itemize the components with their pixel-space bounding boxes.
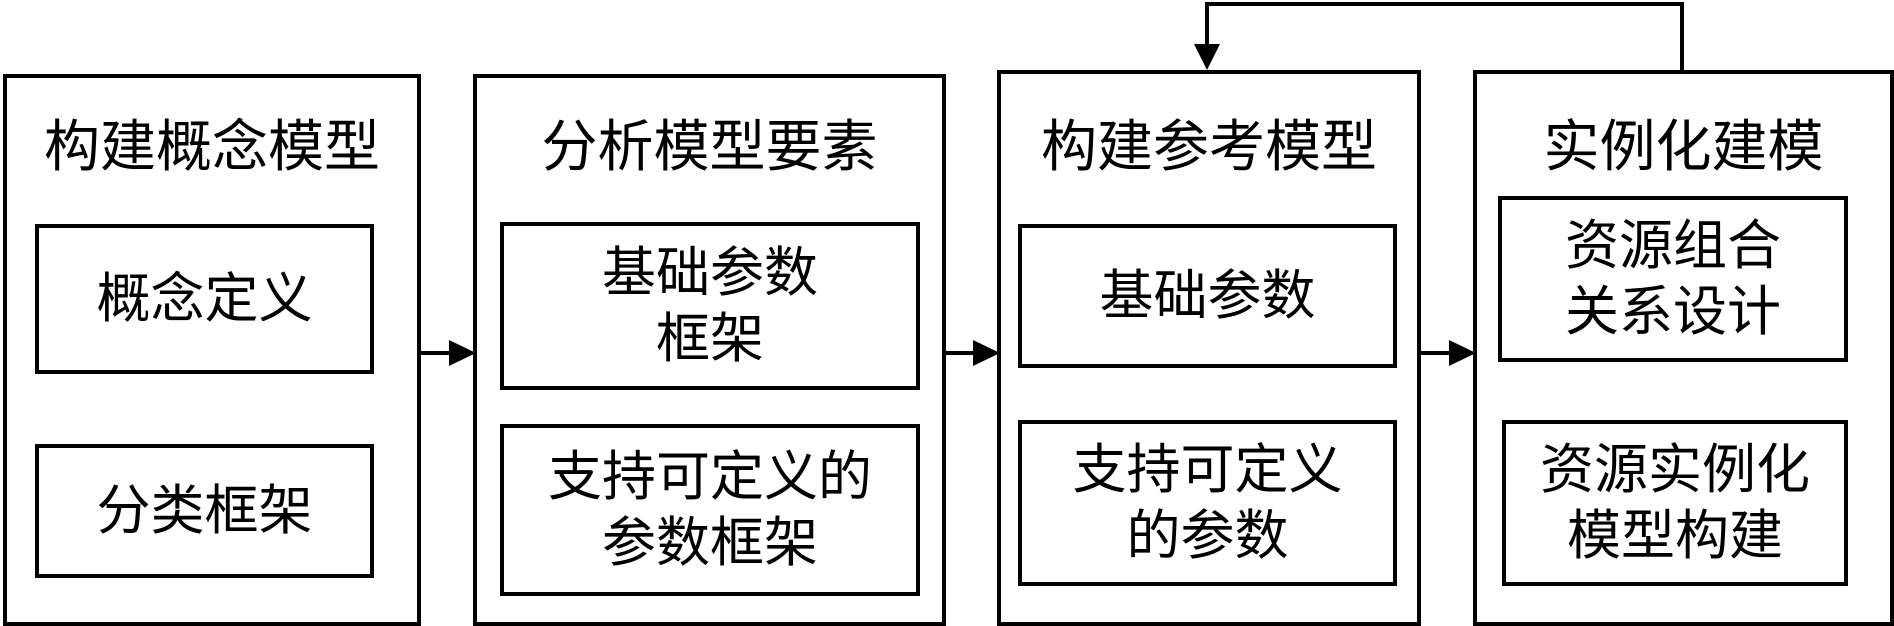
node-definable-parameters: 支持可定义 的参数 <box>1018 420 1397 586</box>
node-resource-combination-design: 资源组合 关系设计 <box>1498 196 1848 362</box>
arrow-stage1-to-stage2 <box>420 340 476 366</box>
node-label: 分类框架 <box>96 479 313 542</box>
node-concept-definition: 概念定义 <box>35 224 374 374</box>
stage-title: 构建参考模型 <box>1041 115 1377 180</box>
node-label: 资源组合 关系设计 <box>1565 214 1781 343</box>
node-label: 资源实例化 模型构建 <box>1540 438 1810 567</box>
node-label: 概念定义 <box>96 267 313 330</box>
stage-title: 构建概念模型 <box>44 115 380 180</box>
node-label: 支持可定义的 参数框架 <box>548 445 872 574</box>
node-label: 基础参数 框架 <box>602 241 818 370</box>
node-label: 支持可定义 的参数 <box>1072 438 1343 567</box>
node-resource-instantiation-build: 资源实例化 模型构建 <box>1502 420 1848 586</box>
arrow-stage3-to-stage4 <box>1420 340 1476 366</box>
feedback-arrow-stage4-to-stage3 <box>1194 2 1684 72</box>
node-classification-framework: 分类框架 <box>35 444 374 578</box>
node-basic-parameters: 基础参数 <box>1018 224 1397 368</box>
stage-title: 实例化建模 <box>1543 115 1824 180</box>
stage-title: 分析模型要素 <box>541 115 878 180</box>
node-definable-parameter-framework: 支持可定义的 参数框架 <box>500 424 920 596</box>
node-basic-parameter-framework: 基础参数 框架 <box>500 222 920 390</box>
arrow-stage2-to-stage3 <box>944 340 1000 366</box>
node-label: 基础参数 <box>1099 264 1316 327</box>
